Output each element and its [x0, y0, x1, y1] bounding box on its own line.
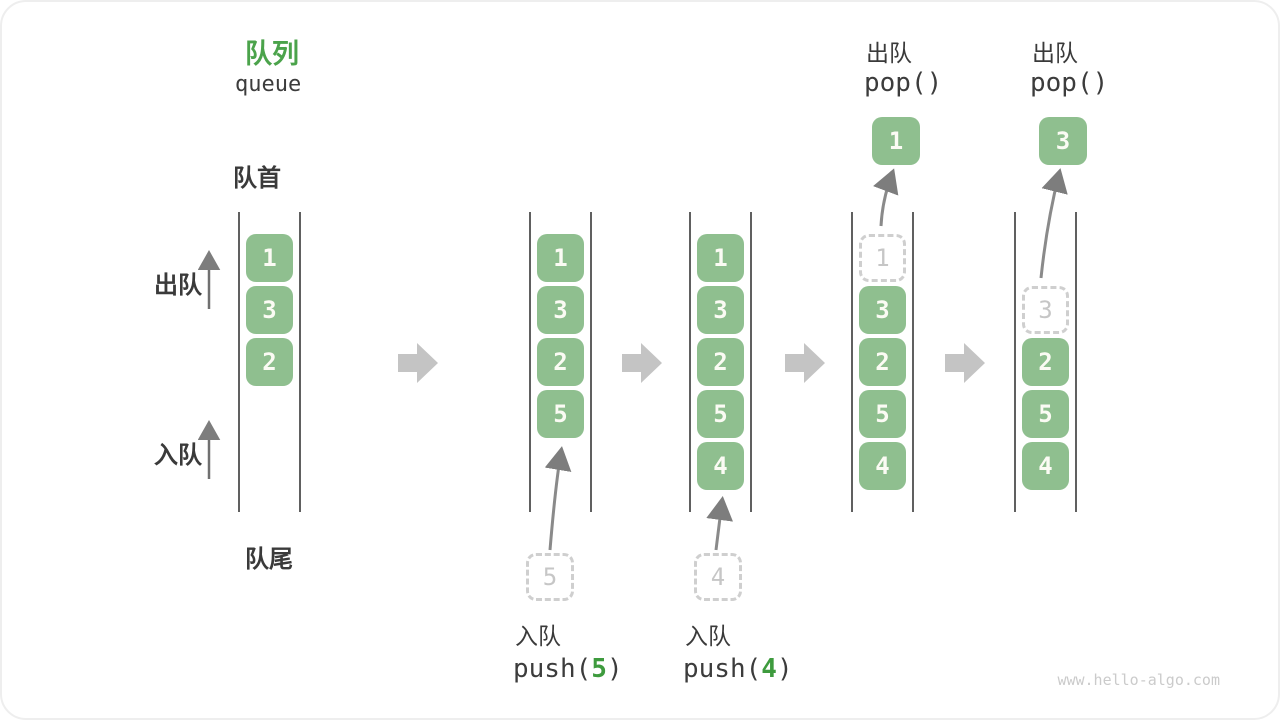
queue-element: 1: [246, 234, 293, 282]
queue-element: 2: [1022, 338, 1069, 386]
queue-element: 4: [1022, 442, 1069, 490]
queue-element: 5: [1022, 390, 1069, 438]
block-arrow-icon: [785, 343, 825, 383]
block-arrow-icon: [398, 343, 438, 383]
removed-element-ghost: 3: [1022, 286, 1069, 334]
queue-element: 3: [537, 286, 584, 334]
pending-element-4: 4: [694, 553, 742, 601]
queue-element: 2: [537, 338, 584, 386]
label-dequeue: 出队: [154, 272, 202, 299]
popped-element-1: 1: [872, 117, 920, 165]
dequeue-caption-zh: 出队: [866, 40, 912, 66]
code-arg: 5: [591, 654, 607, 684]
enqueue-caption-zh: 入队: [515, 623, 561, 649]
removed-element-ghost: 1: [859, 234, 906, 282]
queue-element: 2: [246, 338, 293, 386]
queue-element: 1: [537, 234, 584, 282]
enqueue-caption-code: push(5): [513, 654, 623, 684]
queue-element: 3: [697, 286, 744, 334]
queue-element: 2: [859, 338, 906, 386]
queue-column-2: 1 3 2 5: [529, 212, 592, 512]
dequeue-caption-code: pop(): [864, 68, 943, 98]
block-arrow-icon: [945, 343, 985, 383]
queue-element: 4: [859, 442, 906, 490]
code-arg: 4: [761, 654, 777, 684]
queue-column-1: 1 3 2: [238, 212, 301, 512]
queue-element: 4: [697, 442, 744, 490]
queue-column-4: 1 3 2 5 4: [851, 212, 914, 512]
label-queue-front: 队首: [233, 165, 281, 192]
watermark: www.hello-algo.com: [1057, 671, 1220, 689]
dequeue-caption-code: pop(): [1030, 68, 1109, 98]
label-queue-rear: 队尾: [245, 546, 293, 573]
dequeue-caption-zh: 出队: [1032, 40, 1078, 66]
queue-element: 3: [246, 286, 293, 334]
block-arrow-icon: [622, 343, 662, 383]
queue-element: 3: [859, 286, 906, 334]
enqueue-caption-zh: 入队: [685, 623, 731, 649]
code-pre: push(: [513, 654, 592, 684]
label-enqueue: 入队: [154, 442, 202, 469]
code-post: ): [606, 654, 623, 684]
enqueue-caption-code: push(4): [683, 654, 793, 684]
queue-column-5: 3 2 5 4: [1014, 212, 1077, 512]
code-post: ): [776, 654, 793, 684]
diagram-title-en: queue: [235, 72, 302, 97]
popped-element-3: 3: [1039, 117, 1087, 165]
queue-element: 5: [697, 390, 744, 438]
queue-element: 5: [537, 390, 584, 438]
queue-element: 1: [697, 234, 744, 282]
queue-column-3: 1 3 2 5 4: [689, 212, 752, 512]
queue-element: 5: [859, 390, 906, 438]
pending-element-5: 5: [526, 553, 574, 601]
diagram-title-zh: 队列: [245, 39, 299, 69]
code-pre: push(: [683, 654, 762, 684]
queue-element: 2: [697, 338, 744, 386]
